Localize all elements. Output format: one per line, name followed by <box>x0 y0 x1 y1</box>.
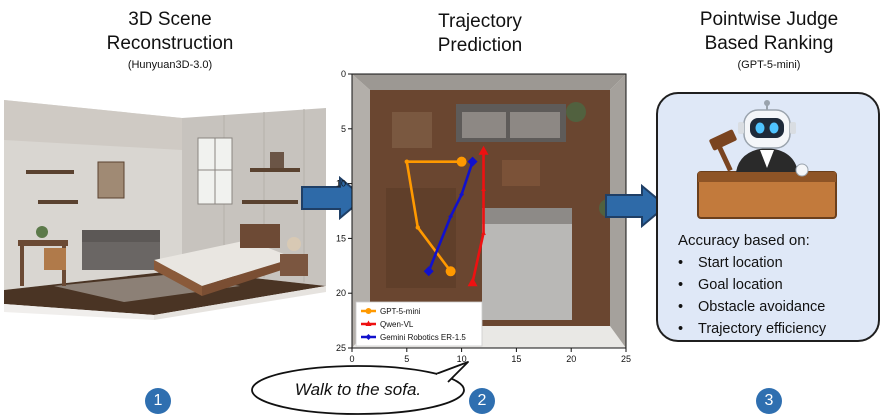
chart-legend: GPT-5-mini Qwen-VL Gemini Robotics ER-1.… <box>355 301 483 347</box>
x-tick-label: 0 <box>349 354 354 364</box>
trajectory-title-line2: Prediction <box>437 35 523 56</box>
series-point <box>481 186 486 191</box>
series-point <box>478 145 489 155</box>
y-tick-label: 20 <box>336 288 346 298</box>
y-tick-label: 5 <box>341 124 346 134</box>
room-reconstruction-image <box>4 100 326 320</box>
series-point <box>445 266 456 277</box>
x-tick-label: 5 <box>404 354 409 364</box>
criteria-item: Start location <box>672 252 826 274</box>
series-point <box>481 230 486 235</box>
instruction-text: Walk to the sofa. <box>294 380 422 399</box>
series-point <box>456 156 467 167</box>
flow-arrow-2 <box>605 184 668 228</box>
criteria-item: Goal location <box>672 274 826 296</box>
criteria-item: Trajectory efficiency <box>672 318 826 340</box>
series-point <box>467 277 478 287</box>
legend-label-qwen: Qwen-VL <box>380 320 414 329</box>
series-line-2 <box>427 161 474 272</box>
chart-series <box>404 145 489 287</box>
trajectory-title-line1: Trajectory <box>438 11 522 32</box>
legend-marker-qwen <box>365 320 372 326</box>
x-tick-label: 25 <box>621 354 631 364</box>
criteria-list: Start location Goal location Obstacle av… <box>672 252 826 340</box>
instruction-speech-bubble <box>251 361 469 415</box>
step-2-badge: 2 <box>469 388 495 414</box>
judge-subtitle: (GPT-5-mini) <box>737 59 801 71</box>
x-tick-label: 10 <box>457 354 467 364</box>
judge-title-line1: Pointwise Judge <box>699 9 839 30</box>
y-tick-label: 15 <box>336 233 346 243</box>
scene-subtitle: (Hunyuan3D-3.0) <box>127 59 213 71</box>
series-line-1 <box>471 150 485 283</box>
x-tick-label: 20 <box>566 354 576 364</box>
y-tick-label: 25 <box>336 343 346 353</box>
judge-title-line2: Based Ranking <box>704 33 834 54</box>
room-topdown-image <box>352 74 626 348</box>
step-1-badge: 1 <box>145 388 171 414</box>
series-point <box>423 266 434 277</box>
series-point <box>448 214 454 219</box>
robot-judge-icon <box>697 100 837 219</box>
scene-title-line1: 3D Scene <box>128 9 212 30</box>
scene-title-line2: Reconstruction <box>106 33 234 54</box>
series-line-0 <box>405 160 462 273</box>
criteria-item: Obstacle avoidance <box>672 296 826 318</box>
legend-marker-gpt <box>365 308 372 314</box>
judge-panel: Accuracy based on: Start location Goal l… <box>656 92 880 342</box>
legend-marker-gemini <box>365 334 372 340</box>
series-point <box>467 156 478 167</box>
y-tick-label: 10 <box>336 179 346 189</box>
x-tick-label: 15 <box>511 354 521 364</box>
legend-label-gpt: GPT-5-mini <box>380 307 421 316</box>
criteria-title: Accuracy based on: <box>678 232 810 249</box>
y-tick-label: 0 <box>341 69 346 79</box>
legend-label-gemini: Gemini Robotics ER-1.5 <box>380 333 466 342</box>
series-point <box>404 159 409 164</box>
series-point <box>415 225 420 230</box>
series-point <box>459 192 464 197</box>
step-3-badge: 3 <box>756 388 782 414</box>
